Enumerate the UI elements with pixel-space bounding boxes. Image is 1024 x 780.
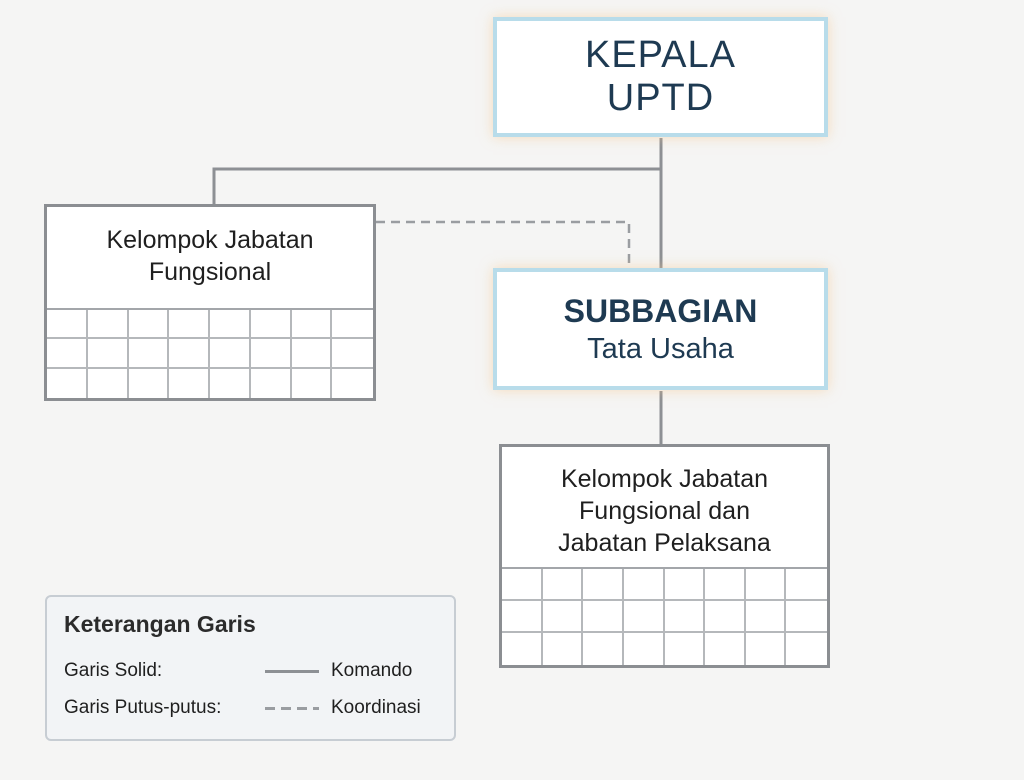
grid-cell xyxy=(542,601,584,633)
grid-cell xyxy=(210,310,251,340)
fungsional-label-line2: Fungsional xyxy=(148,258,272,286)
grid-cell xyxy=(664,601,706,633)
grid-cell xyxy=(129,368,170,398)
grid-cell xyxy=(332,369,373,398)
legend-dashed-label: Garis Putus-putus: xyxy=(64,697,222,718)
grid-cell xyxy=(786,633,827,665)
grid-cell xyxy=(47,339,88,369)
grid-cell xyxy=(210,368,251,398)
coordination-line-fungsional-to-subbagian xyxy=(376,220,631,268)
grid-cell xyxy=(583,569,624,601)
legend-title: Keterangan Garis xyxy=(64,611,256,637)
grid-cell xyxy=(332,339,373,369)
grid-cell xyxy=(87,310,129,340)
legend-solid-line-swatch xyxy=(265,670,319,673)
pelaksana-label-line3: Jabatan Pelaksana xyxy=(558,529,771,557)
grid-cell xyxy=(745,601,787,633)
grid-cell xyxy=(88,368,129,398)
grid-cell xyxy=(291,310,333,340)
grid-cell xyxy=(332,310,373,340)
grid-cell xyxy=(502,601,543,633)
fungsional-label-line1: Kelompok Jabatan xyxy=(106,226,314,254)
grid-cell xyxy=(583,601,624,633)
kelompok-jabatan-pelaksana-box: Kelompok Jabatan Fungsional dan Jabatan … xyxy=(499,444,830,668)
legend-row-solid: Garis Solid: Komando xyxy=(64,658,444,684)
grid-cell xyxy=(746,633,787,665)
grid-cell xyxy=(250,310,292,340)
grid-cell xyxy=(623,569,665,601)
command-line-kepala-to-fungsional xyxy=(212,167,661,204)
grid-cell xyxy=(624,633,665,665)
grid-cell xyxy=(502,569,543,601)
grid-cell xyxy=(128,339,170,369)
kepala-title-line2: UPTD xyxy=(606,77,715,119)
grid-cell xyxy=(128,310,170,340)
pelaksana-label-line1: Kelompok Jabatan xyxy=(560,465,769,493)
legend-dashed-line-swatch xyxy=(265,707,319,710)
grid-cell xyxy=(291,339,333,369)
grid-cell xyxy=(250,339,292,369)
kelompok-jabatan-fungsional-box: Kelompok Jabatan Fungsional xyxy=(44,204,376,401)
subbagian-tata-usaha-box: SUBBAGIAN Tata Usaha xyxy=(493,268,828,390)
kepala-uptd-box: KEPALA UPTD xyxy=(493,17,828,137)
grid-cell xyxy=(169,368,210,398)
subbagian-title: SUBBAGIAN xyxy=(563,293,758,329)
grid-cell xyxy=(543,633,584,665)
grid-cell xyxy=(786,569,827,601)
grid-cell xyxy=(210,339,251,369)
grid-cell xyxy=(665,633,706,665)
pelaksana-label: Kelompok Jabatan Fungsional dan Jabatan … xyxy=(502,447,827,567)
fungsional-label: Kelompok Jabatan Fungsional xyxy=(47,207,373,308)
grid-cell xyxy=(583,633,624,665)
grid-cell xyxy=(502,633,543,665)
grid-cell xyxy=(705,601,746,633)
legend-dashed-meaning: Koordinasi xyxy=(331,697,421,718)
pelaksana-member-grid xyxy=(502,567,827,665)
grid-cell xyxy=(47,310,88,340)
kepala-title-line1: KEPALA xyxy=(584,34,737,76)
legend-solid-label: Garis Solid: xyxy=(64,660,163,681)
grid-cell xyxy=(664,569,706,601)
fungsional-member-grid xyxy=(47,308,373,398)
grid-cell xyxy=(292,368,333,398)
grid-cell xyxy=(87,339,129,369)
grid-cell xyxy=(786,601,827,633)
grid-cell xyxy=(705,569,746,601)
subbagian-subtitle: Tata Usaha xyxy=(587,333,734,365)
grid-cell xyxy=(169,339,210,369)
grid-cell xyxy=(47,368,88,398)
grid-cell xyxy=(251,368,292,398)
grid-cell xyxy=(745,569,787,601)
grid-cell xyxy=(542,569,584,601)
grid-cell xyxy=(169,310,210,340)
grid-cell xyxy=(623,601,665,633)
grid-cell xyxy=(705,633,746,665)
pelaksana-label-line2: Fungsional dan xyxy=(579,497,750,525)
legend-solid-meaning: Komando xyxy=(331,660,413,681)
legend-box: Keterangan Garis Garis Solid: Komando Ga… xyxy=(45,595,456,741)
legend-row-dashed: Garis Putus-putus: Koordinasi xyxy=(64,695,444,721)
